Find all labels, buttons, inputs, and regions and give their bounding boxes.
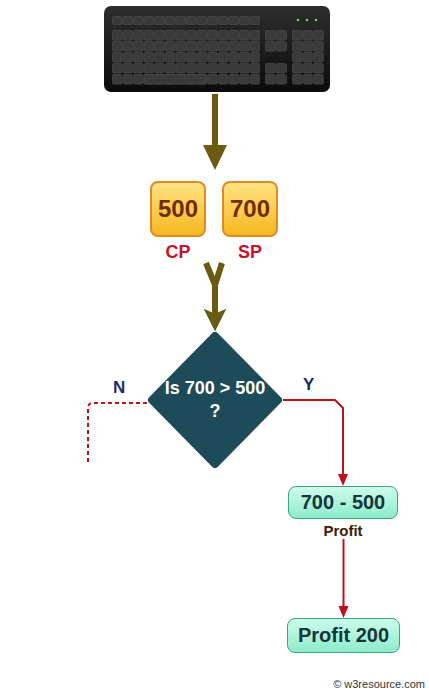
keyboard-illustration — [104, 6, 330, 92]
function-keys — [112, 16, 260, 26]
indicator-light — [306, 19, 309, 22]
caption-label: Profit — [288, 522, 398, 539]
input-arrow-head — [203, 145, 227, 170]
variable-label: SP — [222, 242, 278, 263]
arrow-keys — [265, 63, 287, 85]
diamond-outline — [147, 331, 283, 469]
space-bar — [144, 75, 206, 85]
branch-label: Y — [303, 375, 314, 395]
variable-label: CP — [150, 242, 206, 263]
node-text: 500 — [158, 195, 198, 223]
yellow-box-shape: 700 — [222, 181, 278, 237]
mint-box-shape: Profit 200 — [287, 618, 400, 653]
flow-connector — [206, 263, 215, 319]
input-value-box: 500CP — [150, 181, 206, 263]
node-text: Is 700 > 500 ? — [163, 377, 267, 424]
output-box: Profit 200 — [287, 618, 400, 653]
numpad-keys — [292, 30, 324, 85]
yellow-box-shape: 500 — [150, 181, 206, 237]
process-box: 700 - 500Profit — [288, 486, 398, 539]
mint-box-shape: 700 - 500 — [288, 486, 398, 519]
flow-connector — [283, 400, 343, 480]
node-text: 700 — [230, 195, 270, 223]
navigation-keys — [265, 30, 287, 52]
input-arrow-shaft — [212, 94, 218, 150]
flow-connector — [215, 263, 222, 319]
main-keys — [112, 30, 260, 85]
diamond-text-area: Is 700 > 500 ? — [147, 331, 283, 469]
no-branch-line — [88, 403, 147, 462]
branch-label: N — [113, 378, 125, 398]
diamond-shape — [152, 336, 278, 464]
node-text: 700 - 500 — [301, 491, 386, 514]
node-text: Profit 200 — [298, 624, 389, 647]
watermark: © w3resource.com — [333, 678, 425, 690]
decision-diamond: Is 700 > 500 ? — [147, 331, 283, 469]
indicator-light — [315, 19, 318, 22]
input-value-box: 700SP — [222, 181, 278, 263]
keyboard-body — [104, 6, 330, 92]
indicator-light — [297, 19, 300, 22]
flow-connector — [343, 539, 345, 612]
